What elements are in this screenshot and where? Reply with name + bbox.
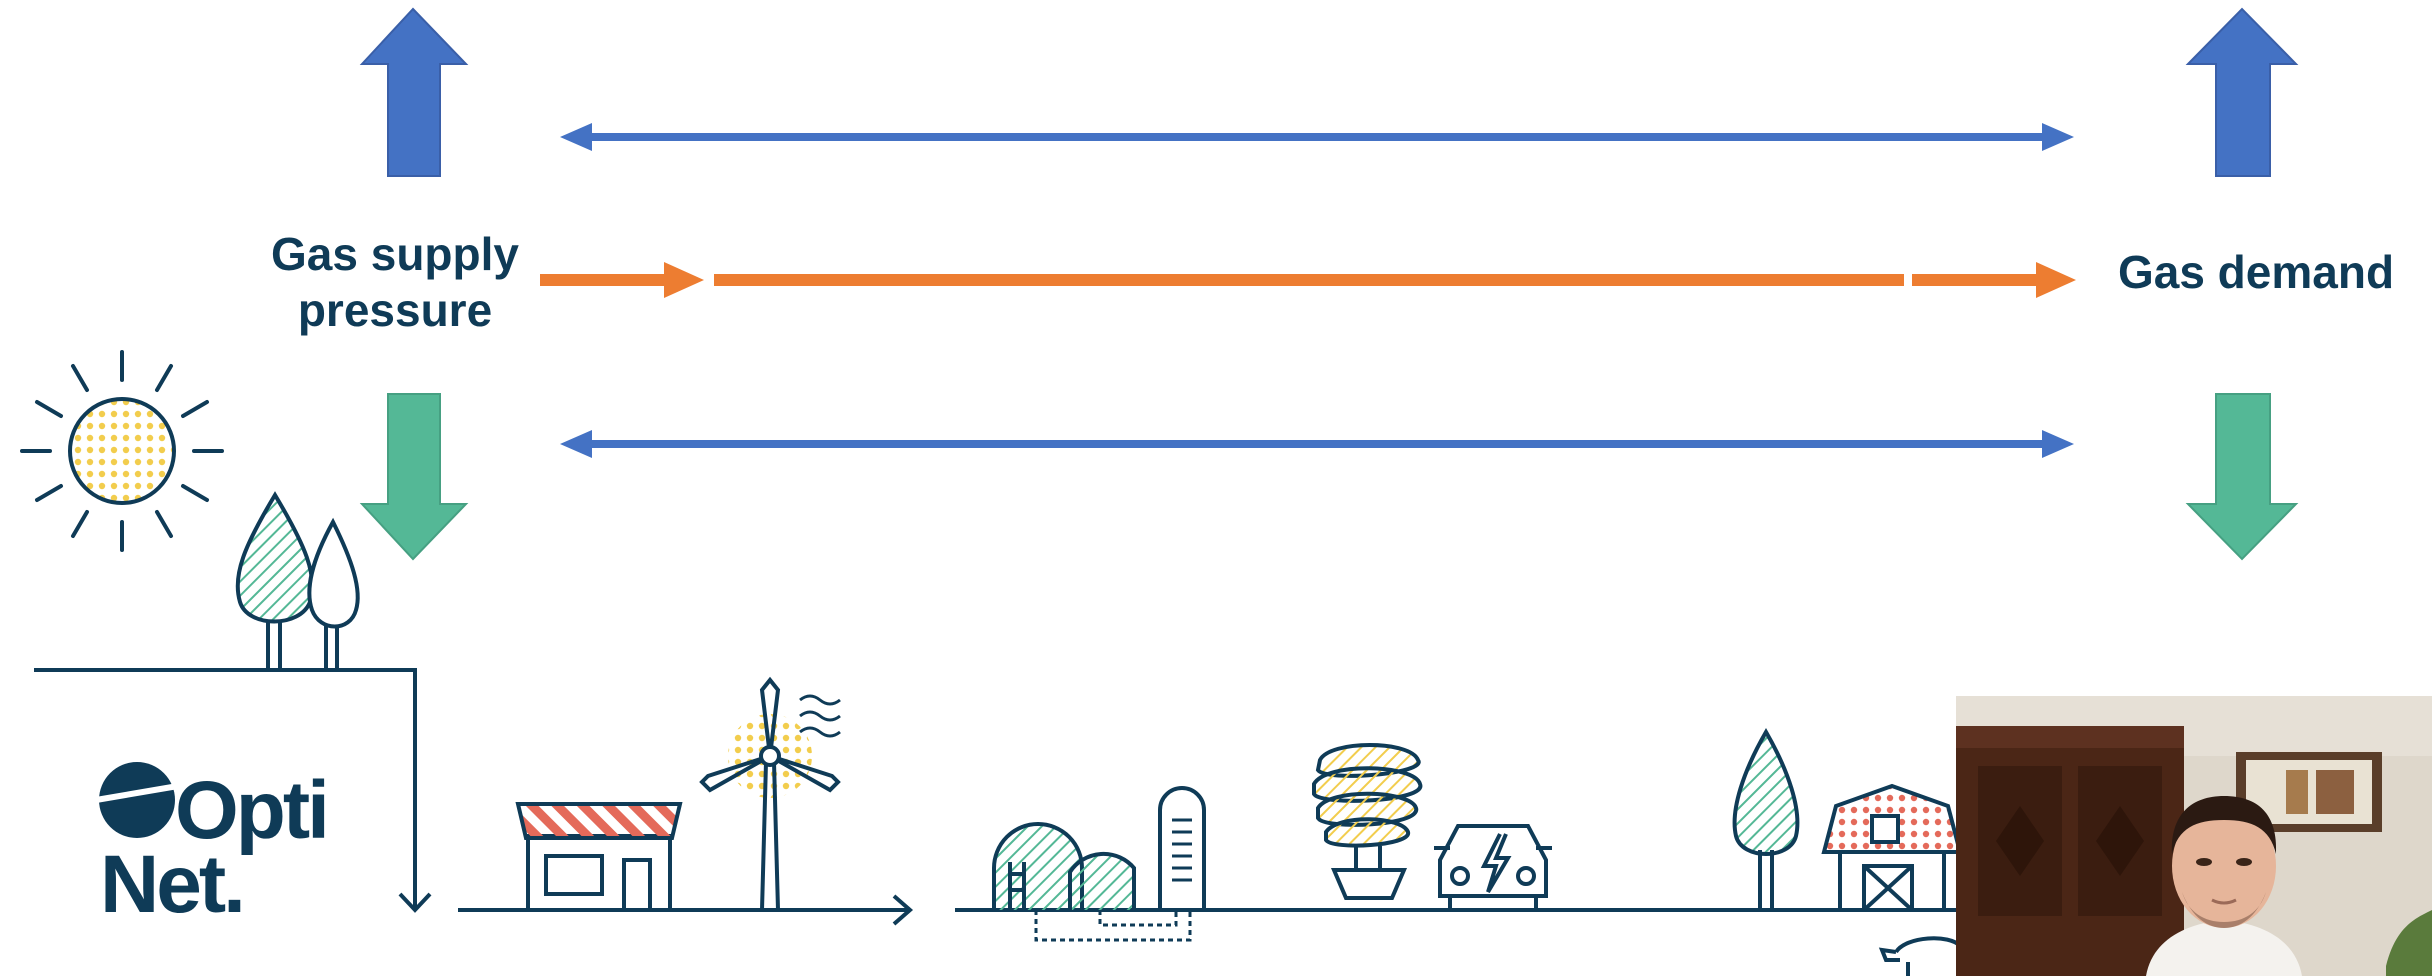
cow-icon: [1882, 938, 1960, 976]
demand-down-arrow: [2188, 394, 2296, 559]
supply-up-arrow: [362, 9, 466, 176]
presenter-video-frame: [1956, 696, 2432, 976]
top-bidirectional-arrow: [560, 123, 2074, 151]
ground-line: [458, 896, 1960, 924]
gas-supply-pressure-label: Gas supply pressure: [250, 226, 540, 338]
bottom-bidirectional-arrow: [560, 430, 2074, 458]
supply-down-arrow: [362, 394, 466, 559]
shop-icon: [518, 804, 680, 910]
light-bulb-icon: [1314, 745, 1420, 898]
electric-car-icon: [1434, 826, 1552, 910]
gas-storage-icon: [994, 788, 1204, 940]
tree-icon: [1735, 732, 1798, 910]
demand-up-arrow: [2188, 9, 2296, 176]
sun-icon: [22, 352, 222, 550]
presenter-video: [1956, 696, 2432, 976]
logo-text-2: Net.: [100, 839, 243, 930]
trees-icon: [238, 495, 358, 670]
wind-turbine-icon: [702, 680, 840, 910]
supply-to-demand-arrow: [540, 262, 2076, 298]
gas-demand-label: Gas demand: [2106, 244, 2406, 300]
optinet-logo: Opti Net.: [96, 762, 327, 930]
barn-icon: [1824, 786, 1960, 910]
